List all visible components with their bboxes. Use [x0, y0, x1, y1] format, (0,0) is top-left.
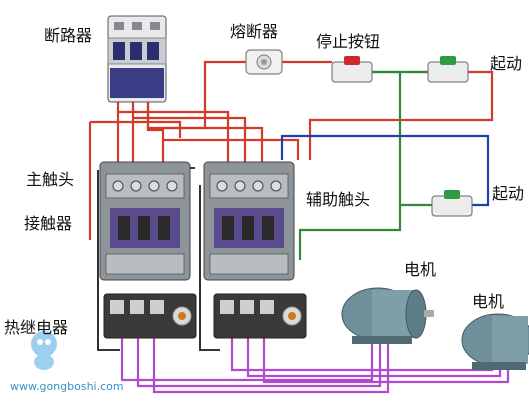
start-button-top — [427, 56, 469, 83]
watermark-text: www.gongboshi.com — [10, 380, 124, 393]
label-motor-2: 电机 — [472, 292, 505, 311]
wire-motor-1c — [152, 330, 390, 394]
wire-motor-1b — [136, 330, 382, 388]
contactor-2 — [203, 161, 295, 281]
label-motor-1: 电机 — [404, 260, 437, 279]
wire-red-aux — [163, 138, 300, 160]
wire-red-loop — [88, 120, 182, 240]
label-aux-contact: 辅助触头 — [306, 190, 371, 209]
wire-black-left — [97, 170, 120, 351]
watermark-mascot — [31, 331, 57, 370]
label-thermal-relay: 热继电器 — [4, 318, 69, 337]
wire-blue-start — [280, 134, 490, 207]
label-contactor: 接触器 — [24, 214, 73, 233]
label-breaker: 断路器 — [44, 26, 93, 45]
label-stop-button: 停止按钮 — [316, 32, 381, 51]
label-fuse: 熔断器 — [230, 22, 279, 41]
wire-power-5 — [133, 116, 247, 180]
contactor-1 — [99, 161, 191, 281]
wire-power-3 — [146, 100, 165, 180]
motor-1 — [341, 287, 434, 344]
label-start-mid: 起动 — [492, 184, 525, 203]
wire-green-start — [298, 70, 436, 260]
thermal-relay-2 — [213, 293, 307, 339]
start-button-mid — [431, 190, 473, 217]
fuse — [245, 49, 283, 75]
circuit-breaker — [107, 15, 167, 103]
wire-black-mid — [199, 185, 220, 351]
wire-power-4 — [118, 110, 230, 180]
wire-motor-1a — [120, 330, 374, 382]
stop-button — [331, 56, 373, 83]
thermal-relay-1 — [103, 293, 197, 339]
label-start-top: 起动 — [490, 54, 523, 73]
wire-motor-2c — [262, 330, 510, 384]
label-main-contact: 主触头 — [26, 170, 75, 189]
motor-2 — [461, 313, 529, 370]
